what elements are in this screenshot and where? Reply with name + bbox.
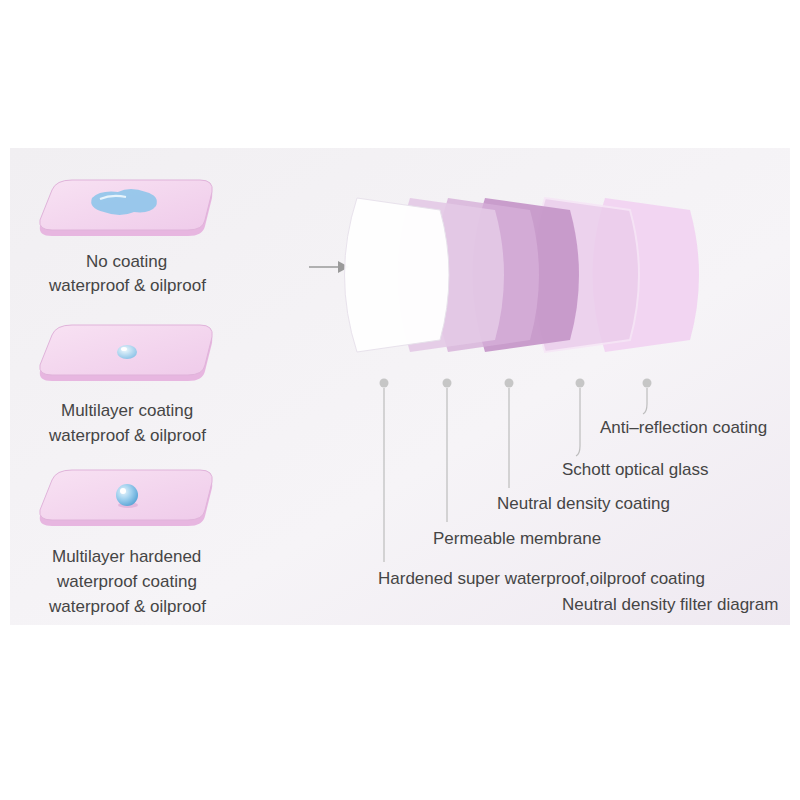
- background-panel: [10, 148, 790, 625]
- caption-text: No coating: [86, 252, 167, 272]
- caption-text: waterproof & oilproof: [49, 597, 206, 617]
- lens-no-coating: [40, 180, 213, 236]
- caption-text: waterproof & oilproof: [49, 276, 206, 296]
- layer-label: Hardened super waterproof,oilproof coati…: [378, 569, 705, 589]
- layer-label: Anti–reflection coating: [600, 418, 767, 438]
- lens-hardened-coating: [40, 470, 213, 526]
- leader-dots: [380, 379, 652, 388]
- input-arrow: [309, 261, 349, 273]
- lens-multilayer-coating: [40, 325, 213, 381]
- diagram-caption: Neutral density filter diagram: [562, 595, 778, 615]
- caption-text: Multilayer hardened: [52, 547, 201, 567]
- caption-text: waterproof coating: [57, 572, 197, 592]
- caption-text: waterproof & oilproof: [49, 426, 206, 446]
- layer-label: Schott optical glass: [562, 460, 708, 480]
- filter-layers: [345, 198, 700, 352]
- layer-label: Permeable membrane: [433, 529, 601, 549]
- layer-label: Neutral density coating: [497, 494, 670, 514]
- caption-text: Multilayer coating: [61, 401, 193, 421]
